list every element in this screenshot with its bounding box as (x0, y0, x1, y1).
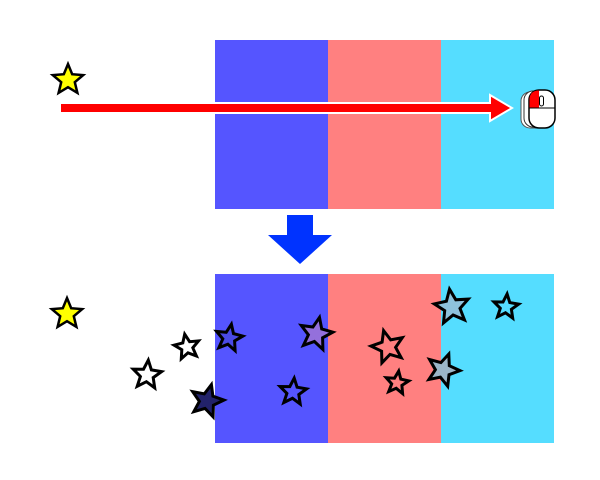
star-icon[interactable] (49, 60, 87, 96)
scattered-stars (48, 285, 523, 421)
arrow-right-icon (59, 93, 514, 123)
star-icon (49, 60, 87, 96)
star-icon (430, 285, 472, 327)
star-icon (490, 290, 523, 322)
star-icon (276, 374, 311, 408)
bottom-band-blue (215, 274, 328, 443)
star-icon (189, 380, 228, 421)
top-band-blue (215, 40, 328, 209)
star-icon (297, 313, 337, 354)
star-icon (170, 330, 202, 363)
star-icon (425, 350, 464, 391)
top-band-group (215, 40, 554, 209)
star-icon (382, 367, 413, 398)
star-icon (367, 326, 406, 367)
star-icon (48, 294, 86, 330)
star-icon (213, 320, 247, 355)
arrow-down-icon (268, 215, 332, 264)
star-icon (129, 356, 166, 392)
mouse-icon (520, 89, 556, 129)
top-band-red (328, 40, 441, 209)
